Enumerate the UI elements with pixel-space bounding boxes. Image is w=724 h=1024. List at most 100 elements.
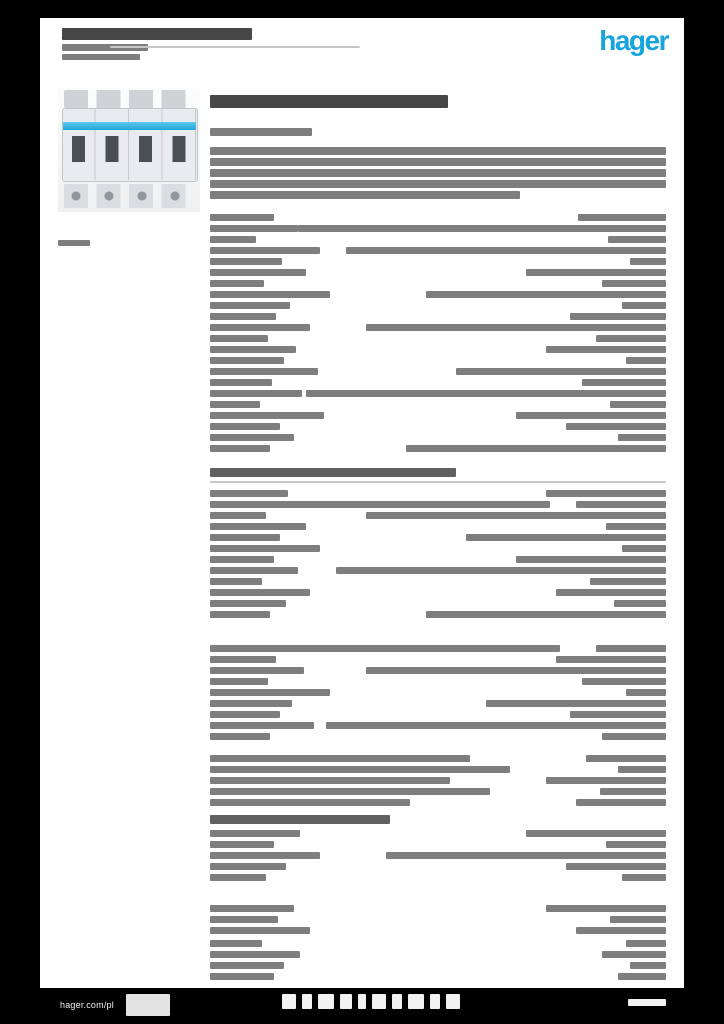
redacted-text-bar [210,567,298,574]
redacted-text-bar [618,973,666,980]
redacted-text-bar [210,689,330,696]
redacted-text-bar [618,434,666,441]
redacted-text-bar [210,852,320,859]
redacted-text-bar [446,994,460,1009]
mcb-top-terminals [64,90,194,108]
redacted-text-bar [210,874,266,881]
redacted-text-bar [210,434,294,441]
redacted-text-bar [210,815,390,824]
redacted-text-bar [626,357,666,364]
redacted-text-bar [210,169,666,177]
redacted-text-bar [282,994,296,1009]
redacted-text-bar [210,191,520,199]
redacted-text-bar [626,940,666,947]
redacted-text-bar [392,994,402,1009]
redacted-text-bar [582,379,666,386]
redacted-text-bar [210,545,320,552]
redacted-text-bar [600,788,666,795]
redacted-text-bar [336,567,666,574]
redacted-text-bar [210,534,280,541]
hager-logo: hager [599,25,669,56]
redacted-text-bar [408,994,424,1009]
redacted-text-bar [210,916,278,923]
redacted-text-bar [210,214,274,221]
redacted-text-bar [566,423,666,430]
redacted-text-bar [210,841,274,848]
redacted-text-bar [210,927,310,934]
redacted-text-bar [210,180,666,188]
redacted-text-bar [366,512,666,519]
redacted-text-bar [210,128,312,136]
redacted-text-bar [610,401,666,408]
redacted-text-bar [210,346,296,353]
redacted-text-bar [210,335,268,342]
redacted-text-bar [210,445,270,452]
redacted-text-bar [210,711,280,718]
redacted-text-bar [576,799,666,806]
redacted-text-bar [602,280,666,287]
mcb-bottom-terminals [64,184,194,208]
redacted-text-bar [546,490,666,497]
redacted-text-bar [596,645,666,652]
redacted-text-bar [210,788,490,795]
footer-website-link: hager.com/pl [60,1000,114,1010]
redacted-text-bar [210,147,666,155]
redacted-text-bar [516,412,666,419]
redacted-text-bar [602,733,666,740]
redacted-text-bar [62,54,140,60]
redacted-text-bar [210,423,280,430]
redacted-text-bar [210,799,410,806]
redacted-text-bar [618,766,666,773]
redacted-text-bar [210,95,448,108]
redacted-text-bar [210,291,330,298]
redacted-text-bar [298,225,666,232]
redacted-text-bar [426,291,666,298]
redacted-text-bar [110,46,360,48]
redacted-text-bar [210,269,306,276]
redacted-text-bar [586,755,666,762]
redacted-text-bar [210,225,298,232]
redacted-text-bar [556,589,666,596]
redacted-text-bar [614,600,666,607]
mcb-toggle-switches [62,136,196,162]
redacted-text-bar [546,346,666,353]
redacted-text-bar [622,302,666,309]
redacted-text-bar [466,534,666,541]
redacted-text-bar [526,830,666,837]
redacted-text-bar [210,722,314,729]
redacted-text-bar [210,905,294,912]
redacted-text-bar [576,927,666,934]
redacted-text-bar [318,994,334,1009]
redacted-text-bar [210,755,470,762]
redacted-text-bar [628,999,666,1006]
redacted-text-bar [210,247,320,254]
redacted-text-bar [306,390,666,397]
redacted-text-bar [210,512,266,519]
redacted-text-bar [210,390,302,397]
redacted-text-bar [210,951,300,958]
mcb-blue-stripe [63,122,196,130]
redacted-text-bar [366,667,666,674]
redacted-text-bar [210,401,260,408]
redacted-text-bar [556,656,666,663]
redacted-text-bar [210,368,318,375]
redacted-text-bar [210,973,274,980]
redacted-text-bar [486,700,666,707]
redacted-text-bar [210,324,310,331]
redacted-text-bar [326,722,666,729]
redacted-text-bar [210,501,550,508]
redacted-text-bar [578,214,666,221]
redacted-text-bar [626,689,666,696]
redacted-text-bar [630,962,666,969]
redacted-text-bar [62,28,252,40]
redacted-text-bar [210,158,666,166]
redacted-text-bar [210,357,284,364]
redacted-text-bar [210,556,274,563]
product-image [58,88,200,212]
redacted-text-bar [590,578,666,585]
redacted-text-bar [210,863,286,870]
redacted-text-bar [210,578,262,585]
redacted-text-bar [210,962,284,969]
redacted-text-bar [210,656,276,663]
